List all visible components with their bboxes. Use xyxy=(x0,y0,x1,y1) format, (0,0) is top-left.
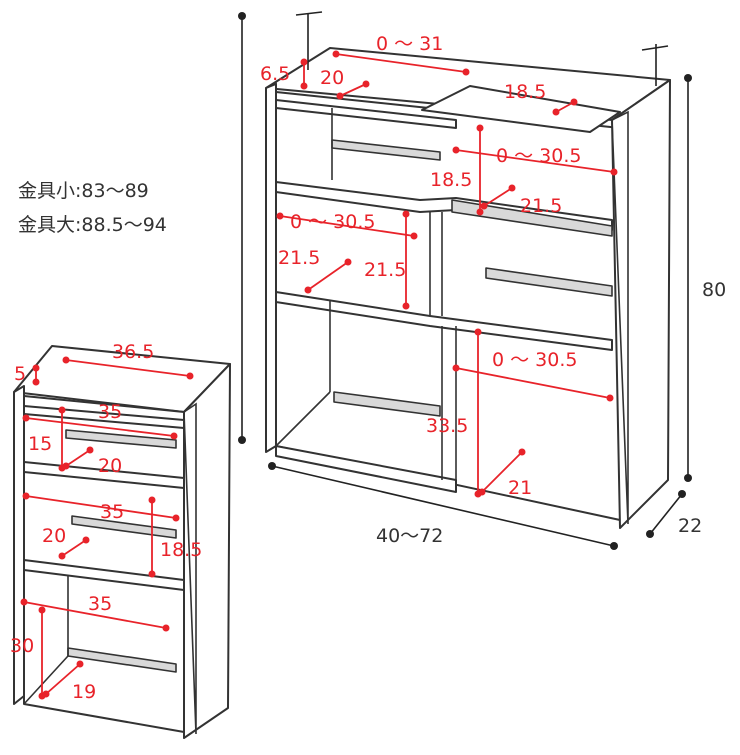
middle-depth-label: 21.5 xyxy=(278,247,320,269)
middle-slide-label: 0 〜 30.5 xyxy=(290,211,375,233)
compact-top-width-label: 36.5 xyxy=(112,341,154,363)
compact-top-edge-label: 5 xyxy=(14,363,26,385)
expanded-shelf-illustration xyxy=(265,11,671,529)
compact-shelf2-width-label: 35 xyxy=(100,501,124,523)
compact-shelf1-width-label: 35 xyxy=(98,401,122,423)
compact-shelf3-width-label: 35 xyxy=(88,593,112,615)
top-depth-label: 20 xyxy=(320,67,344,89)
width-label: 40〜72 xyxy=(376,525,443,547)
compact-shelf1-depth-label: 20 xyxy=(98,455,122,477)
lower-depth-label: 21 xyxy=(508,477,532,499)
top-right-width-label: 18.5 xyxy=(504,81,546,103)
depth-label: 22 xyxy=(678,515,702,537)
upper-right-height-label: 18.5 xyxy=(430,169,472,191)
top-edge-label: 6.5 xyxy=(260,63,290,85)
compact-shelf2-depth-label: 20 xyxy=(42,525,66,547)
expanded-inner-dimensions xyxy=(276,50,618,498)
compact-shelf2-height-label: 18.5 xyxy=(160,539,202,561)
height-label: 80 xyxy=(702,279,726,301)
expanded-outer-dimensions xyxy=(238,12,692,550)
small-bracket-note: 金具小:83〜89 xyxy=(18,180,149,202)
compact-shelf3-height-label: 30 xyxy=(10,635,34,657)
compact-shelf3-depth-label: 19 xyxy=(72,681,96,703)
compact-shelf1-height-label: 15 xyxy=(28,433,52,455)
top-gap-label: 0 〜 31 xyxy=(376,33,443,55)
lower-slide-label: 0 〜 30.5 xyxy=(492,349,577,371)
right-side-panel xyxy=(611,79,671,529)
middle-height-label: 21.5 xyxy=(364,259,406,281)
upper-slide-label: 0 〜 30.5 xyxy=(496,145,581,167)
lower-height-label: 33.5 xyxy=(426,415,468,437)
large-bracket-note: 金具大:88.5〜94 xyxy=(18,214,167,236)
compact-dimensions xyxy=(20,356,194,700)
upper-right-depth-label: 21.5 xyxy=(520,195,562,217)
